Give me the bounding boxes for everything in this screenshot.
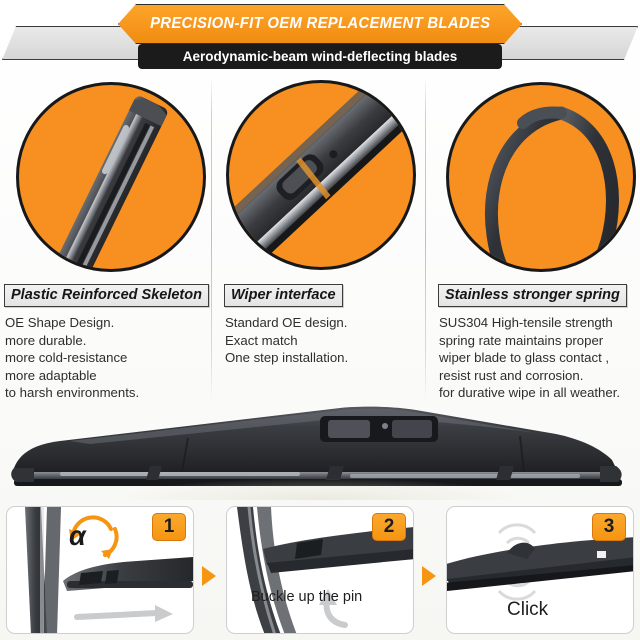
step-panel-2: Buckle up the pin 2 bbox=[226, 506, 414, 634]
angle-alpha-symbol: α bbox=[69, 521, 86, 551]
step-panel-1: α 1 bbox=[6, 506, 194, 634]
feature-desc-2: Standard OE design. Exact match One step… bbox=[214, 314, 425, 367]
subhead-text: Aerodynamic-beam wind-deflecting blades bbox=[182, 49, 458, 64]
feature-desc-1-line-2: more cold-resistance bbox=[5, 350, 128, 365]
column-divider-2 bbox=[425, 76, 426, 401]
feature-title-row-1: Plastic Reinforced Skeleton bbox=[0, 284, 211, 308]
column-divider-1 bbox=[211, 76, 212, 401]
feature-desc-2-line-2: One step installation. bbox=[225, 350, 349, 365]
product-shadow bbox=[0, 454, 640, 500]
feature-column-spring: Stainless stronger spring SUS304 High-te… bbox=[428, 80, 639, 402]
feature-desc-3-line-1: spring rate maintains proper bbox=[439, 332, 604, 348]
step-label-3: Click bbox=[507, 599, 549, 620]
feature-image-2 bbox=[222, 80, 418, 276]
step-label-2: Buckle up the pin bbox=[251, 589, 363, 605]
feature-title-row-2: Wiper interface bbox=[214, 284, 425, 308]
feature-desc-3: SUS304 High-tensile strength spring rate… bbox=[428, 314, 639, 402]
feature-image-3 bbox=[436, 80, 636, 276]
subhead-banner: Aerodynamic-beam wind-deflecting blades bbox=[138, 44, 502, 69]
feature-desc-3-line-0: SUS304 High-tensile strength bbox=[439, 315, 613, 330]
feature-desc-2-line-0: Standard OE design. bbox=[225, 315, 348, 330]
step-click-lock-icon bbox=[447, 523, 633, 601]
headline-banner: PRECISION-FIT OEM REPLACEMENT BLADES bbox=[118, 4, 522, 44]
feature-title-2: Wiper interface bbox=[224, 284, 343, 307]
feature-title-row-3: Stainless stronger spring bbox=[428, 284, 639, 308]
feature-title-3: Stainless stronger spring bbox=[438, 284, 627, 307]
feature-desc-3-line-2: wiper blade to glass contact , bbox=[439, 350, 610, 365]
feature-image-1 bbox=[8, 80, 206, 276]
step-badge-3: 3 bbox=[592, 513, 626, 541]
step-align-adapter-angle-icon bbox=[25, 507, 193, 633]
step-badge-1: 1 bbox=[152, 513, 186, 541]
wiper-interface-closeup-icon bbox=[225, 80, 416, 270]
feature-desc-1-line-1: more durable. bbox=[5, 332, 87, 348]
feature-desc-3-line-3: resist rust and corrosion. bbox=[439, 367, 584, 383]
headline-text: PRECISION-FIT OEM REPLACEMENT BLADES bbox=[149, 15, 491, 32]
step-arrow-1 bbox=[202, 566, 216, 586]
step-arrow-2 bbox=[422, 566, 436, 586]
feature-column-interface: Wiper interface Standard OE design. Exac… bbox=[214, 80, 425, 367]
feature-desc-1-line-0: OE Shape Design. bbox=[5, 315, 115, 330]
stainless-spring-closeup-icon bbox=[445, 82, 636, 272]
feature-desc-2-line-1: Exact match bbox=[225, 332, 298, 348]
feature-title-1: Plastic Reinforced Skeleton bbox=[4, 284, 209, 307]
step-panel-3: Click 3 bbox=[446, 506, 634, 634]
wiper-skeleton-closeup-icon bbox=[15, 82, 206, 272]
step-badge-2: 2 bbox=[372, 513, 406, 541]
feature-desc-3-line-4: for durative wipe in all weather. bbox=[439, 385, 621, 400]
feature-desc-1-line-4: to harsh environments. bbox=[5, 385, 140, 400]
feature-desc-1-line-3: more adaptable bbox=[5, 367, 97, 383]
feature-column-skeleton: Plastic Reinforced Skeleton OE Shape Des… bbox=[0, 80, 211, 402]
header-banner: PRECISION-FIT OEM REPLACEMENT BLADES Aer… bbox=[0, 0, 640, 78]
feature-desc-1: OE Shape Design. more durable. more cold… bbox=[0, 314, 211, 402]
product-hero-image bbox=[0, 396, 640, 500]
